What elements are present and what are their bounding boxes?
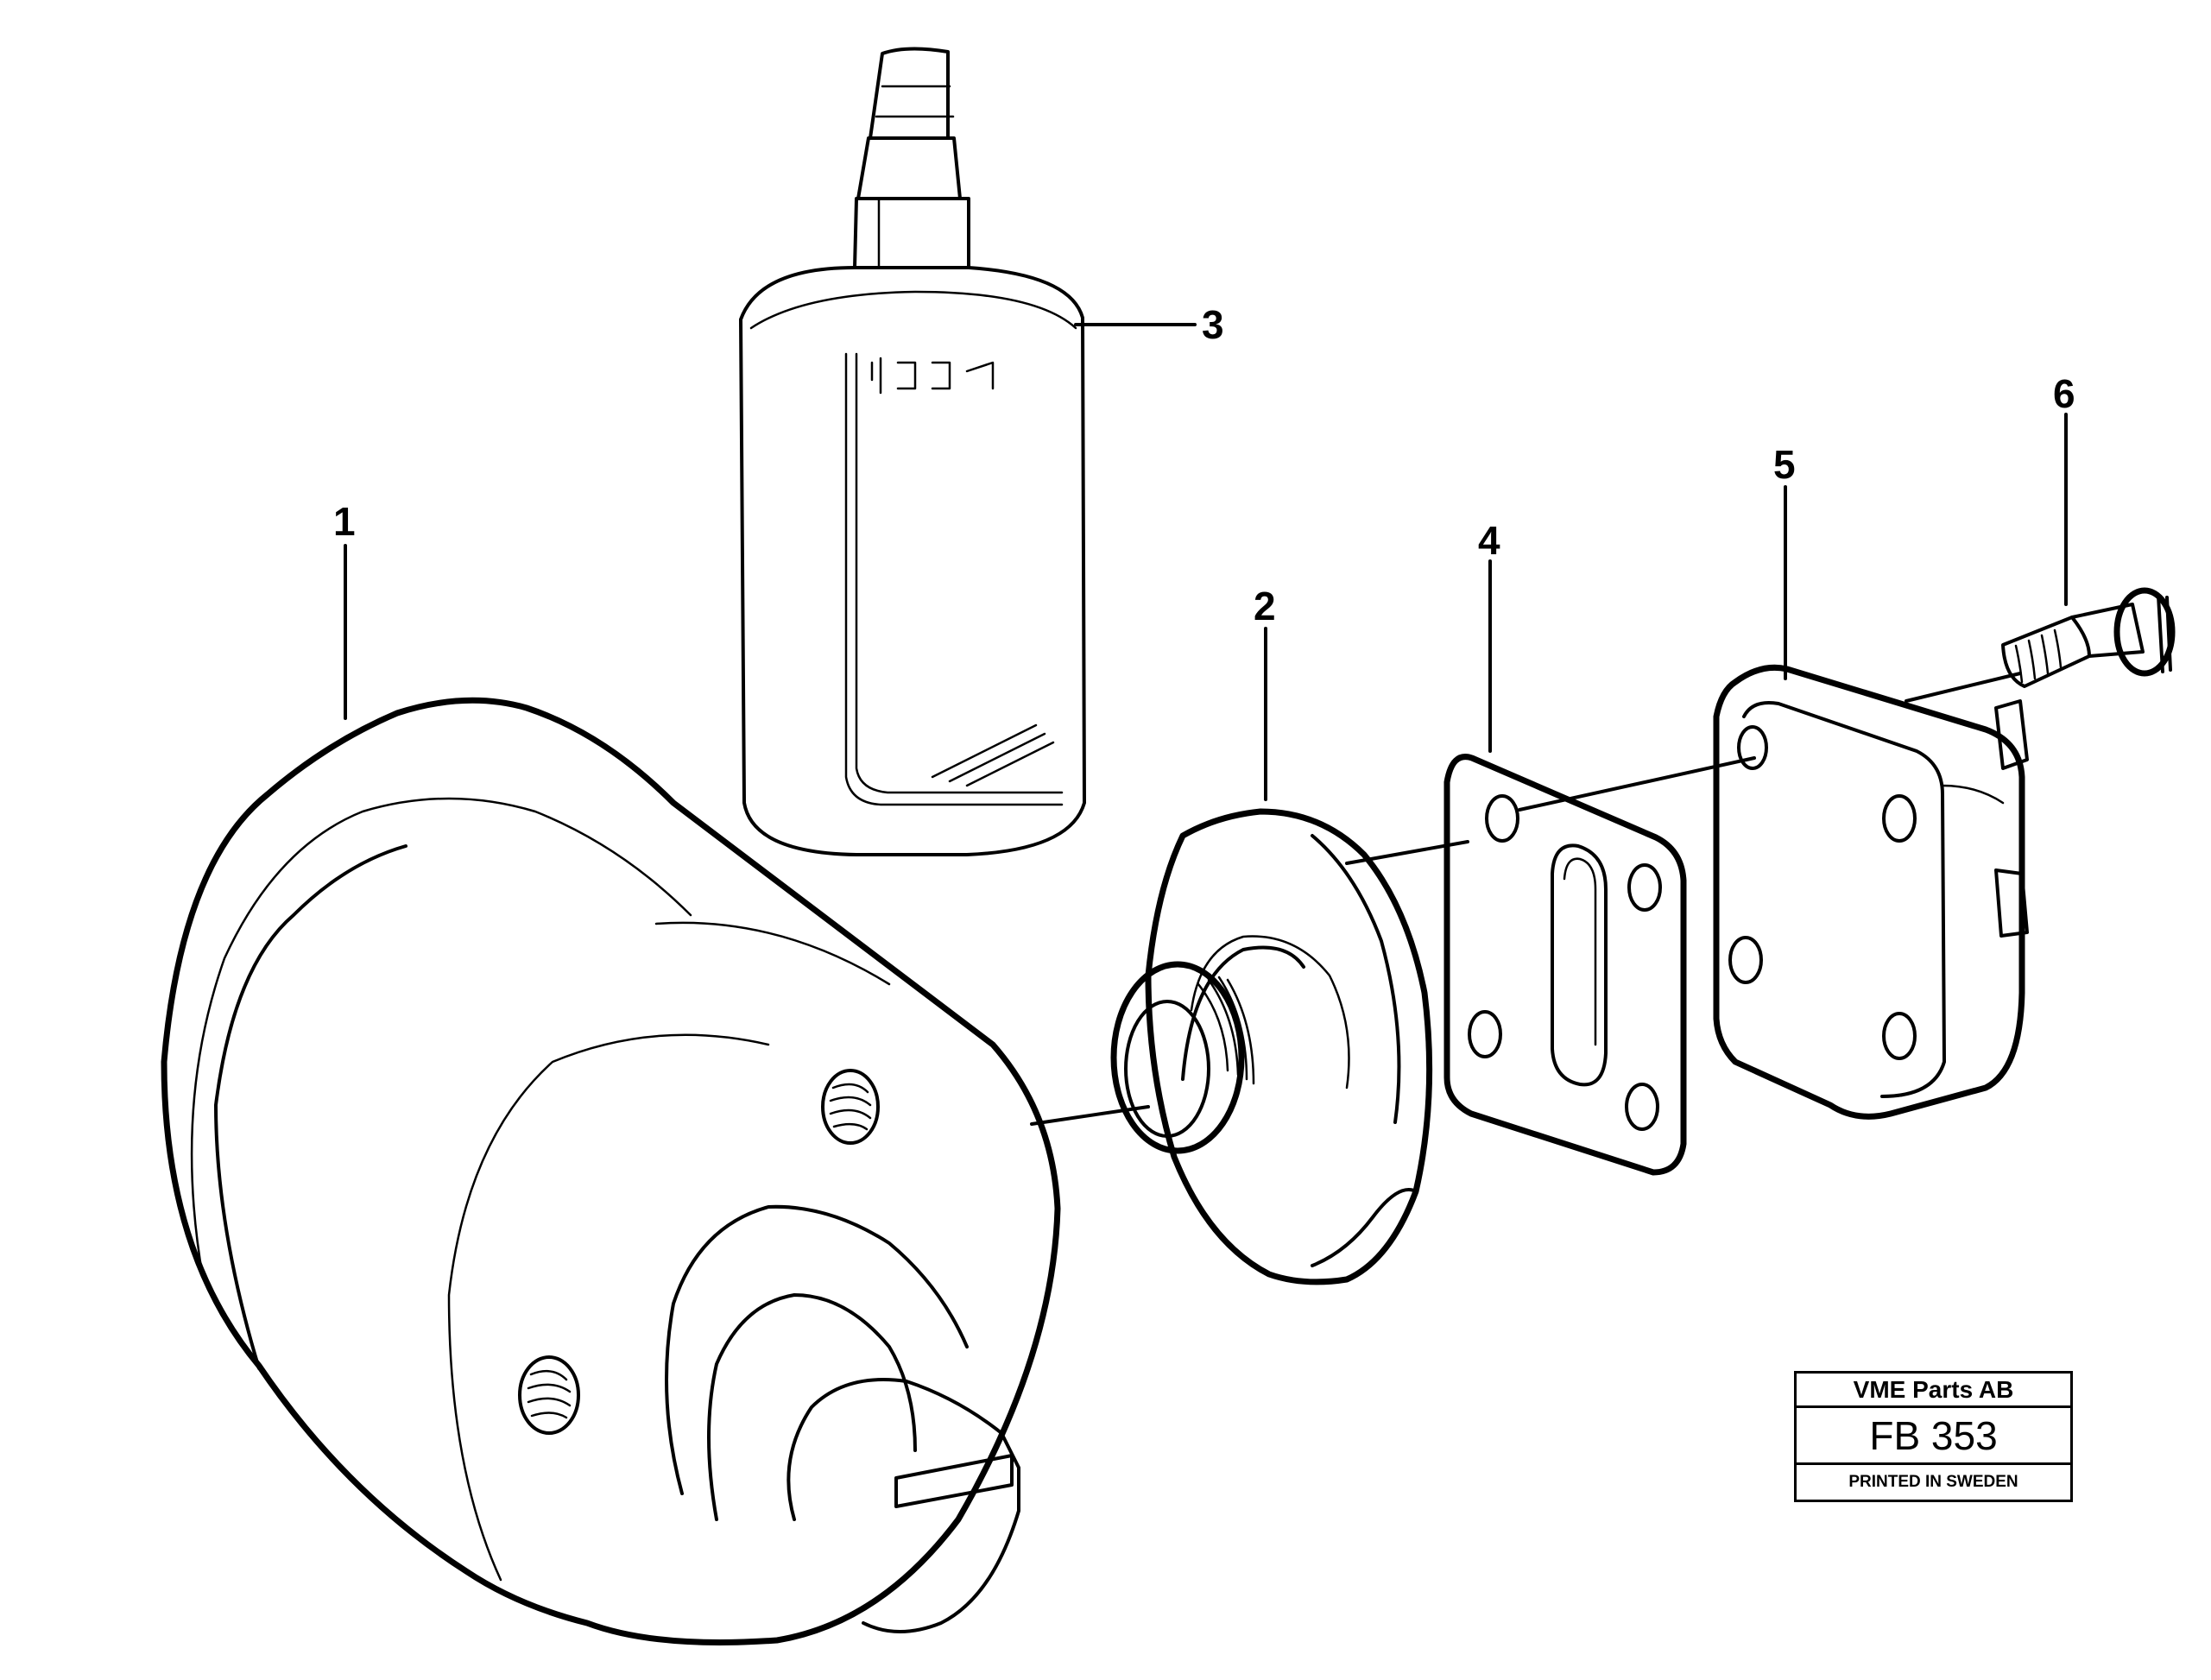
gasket-hole-3 — [1468, 1010, 1502, 1058]
title-block-company: VME Parts AB — [1797, 1374, 2070, 1408]
callout-4: 4 — [1478, 518, 1500, 563]
bottle-cap — [853, 197, 970, 269]
housing-seam — [214, 844, 407, 1370]
bottle-label-graphic — [844, 352, 1064, 806]
screw-slot — [2157, 594, 2172, 673]
housing-outline — [161, 697, 1061, 1645]
cover-hole-4 — [1882, 1012, 1917, 1060]
gasket-slot — [1551, 843, 1608, 1087]
gasket-hole-1 — [1485, 794, 1519, 843]
flange-disc — [1145, 808, 1433, 1285]
shaft-keyway — [894, 1454, 1014, 1508]
part-2-flange-adapter — [1110, 627, 1469, 1285]
callout-5: 5 — [1773, 442, 1796, 487]
gasket-plate — [1443, 754, 1687, 1176]
gasket-hole-2 — [1627, 863, 1662, 912]
housing-front-face — [447, 1033, 770, 1582]
title-block-drawing-code: FB 353 — [1797, 1408, 2070, 1465]
part-4-gasket — [1443, 559, 1756, 1176]
bottle-logo-mark — [870, 357, 995, 395]
shaft-boss-inner — [707, 1293, 917, 1521]
screw-head — [2113, 587, 2176, 677]
callout-6: 6 — [2053, 371, 2075, 416]
drive-shaft — [786, 1378, 1020, 1633]
threaded-hole-upper — [821, 1069, 880, 1145]
assembly-line-5-6 — [1905, 672, 2022, 703]
spigot-bore — [1124, 1000, 1210, 1138]
part-3-sealant-bottle — [739, 47, 1197, 856]
cover-body — [1713, 664, 2025, 1120]
threaded-hole-lower — [518, 1355, 580, 1435]
threaded-spigot — [1110, 961, 1245, 1154]
cover-hole-1 — [1737, 725, 1768, 770]
cover-pins — [1994, 699, 2029, 938]
flange-hub — [1181, 945, 1305, 1081]
cover-hole-3 — [1728, 936, 1763, 984]
cover-top-face — [1742, 701, 1946, 1098]
part-6-screw — [2001, 413, 2176, 688]
assembly-line-1-2 — [1030, 1105, 1150, 1126]
gasket-hole-4 — [1625, 1083, 1659, 1131]
bottle-body — [739, 266, 1086, 856]
title-block-printed-note: PRINTED IN SWEDEN — [1848, 1473, 2018, 1491]
shaft-boss-outer — [665, 1204, 969, 1495]
part-1-pump-housing — [161, 544, 1150, 1645]
screw-shank — [2070, 603, 2145, 658]
bottle-nozzle-tip — [869, 47, 950, 140]
callout-3: 3 — [1202, 302, 1224, 347]
callout-2: 2 — [1254, 584, 1276, 628]
cover-hole-2 — [1882, 794, 1917, 843]
title-block: VME Parts AB FB 353 PRINTED IN SWEDEN — [1794, 1371, 2073, 1502]
part-5-cover-plate — [1713, 485, 2029, 1120]
bottle-nozzle-base — [856, 136, 962, 200]
callout-1: 1 — [333, 499, 356, 544]
